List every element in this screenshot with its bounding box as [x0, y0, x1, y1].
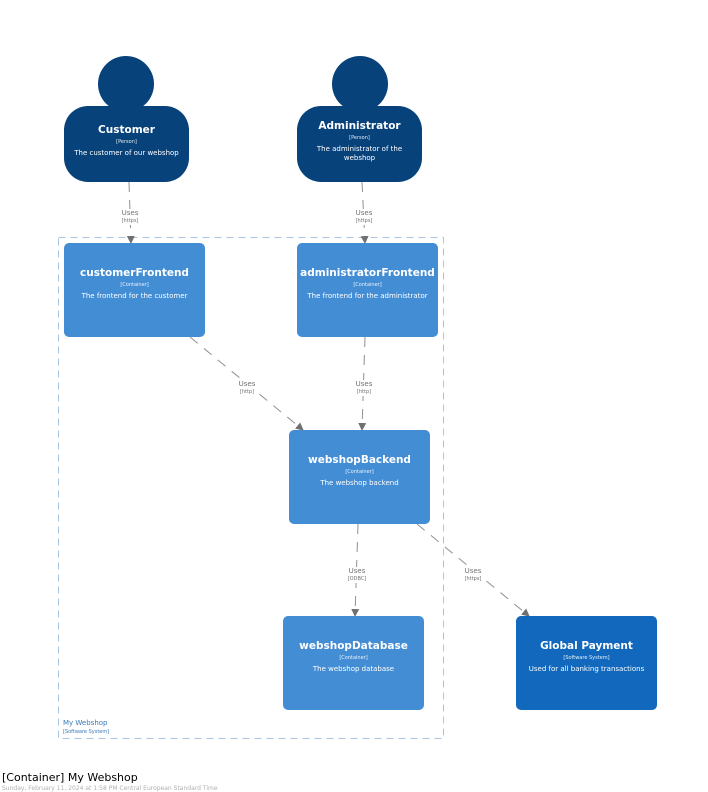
person-head-icon: [98, 56, 154, 112]
edge-label: Uses[ODBC]: [347, 567, 367, 583]
container-administrator-frontend[interactable]: administratorFrontend [Container] The fr…: [297, 243, 438, 337]
edge-label-text: Uses: [121, 209, 139, 217]
edge-label-text: Uses: [464, 567, 482, 575]
container-customer-frontend[interactable]: customerFrontend [Container] The fronten…: [64, 243, 205, 337]
container-type: [Container]: [339, 655, 368, 661]
person-type: [Person]: [349, 135, 370, 141]
person-name: Administrator: [318, 120, 401, 132]
system-global-payment[interactable]: Global Payment [Software System] Used fo…: [516, 616, 657, 710]
edge-backend-database: [351, 523, 360, 617]
person-name: Customer: [98, 124, 155, 136]
container-description: The frontend for the customer: [81, 292, 188, 300]
system-name: Global Payment: [540, 640, 633, 652]
edge-label: Uses[http]: [238, 380, 256, 396]
container-description: The webshop backend: [320, 479, 399, 487]
edge-adminfrontend-backend: [358, 336, 367, 431]
person-head-icon: [332, 56, 388, 112]
container-name: administratorFrontend: [300, 267, 435, 279]
boundary-type: [Software System]: [63, 729, 110, 735]
container-description: The frontend for the administrator: [307, 292, 428, 300]
edge-label-text: Uses: [355, 209, 373, 217]
edge-label-tech: [http]: [239, 389, 255, 395]
edge-label: Uses[https]: [355, 209, 373, 225]
container-description: The webshop database: [312, 665, 395, 673]
edge-label: Uses[http]: [355, 380, 373, 396]
edge-label-text: Uses: [355, 380, 373, 388]
boundary-name: My Webshop: [63, 719, 108, 727]
boundary-border: [58, 237, 444, 739]
person-type: [Person]: [116, 139, 137, 145]
container-name: customerFrontend: [80, 267, 189, 279]
edge-label-tech: [https]: [464, 576, 482, 582]
system-type: [Software System]: [563, 655, 610, 661]
edge-label-tech: [http]: [356, 389, 372, 395]
container-name: webshopDatabase: [299, 640, 408, 652]
edge-label-tech: [https]: [355, 218, 373, 224]
person-description: The customer of our webshop: [74, 149, 179, 157]
person-description: The administrator of the webshop: [316, 145, 403, 162]
container-type: [Container]: [353, 282, 382, 288]
edge-label-tech: [ODBC]: [347, 576, 367, 582]
container-webshop-database[interactable]: webshopDatabase [Container] The webshop …: [283, 616, 424, 710]
container-webshop-backend[interactable]: webshopBackend [Container] The webshop b…: [289, 430, 430, 524]
container-type: [Container]: [120, 282, 149, 288]
edge-label-text: Uses: [238, 380, 256, 388]
edge-label-text: Uses: [348, 567, 366, 575]
system-description: Used for all banking transactions: [528, 665, 645, 673]
diagram-date: Sunday, February 11, 2024 at 1:58 PM Cen…: [2, 785, 218, 792]
edge-label-tech: [https]: [121, 218, 139, 224]
edge-label: Uses[https]: [121, 209, 139, 225]
diagram-title: [Container] My Webshop: [2, 771, 138, 784]
container-type: [Container]: [345, 469, 374, 475]
container-name: webshopBackend: [308, 454, 411, 466]
edge-label: Uses[https]: [464, 567, 482, 583]
